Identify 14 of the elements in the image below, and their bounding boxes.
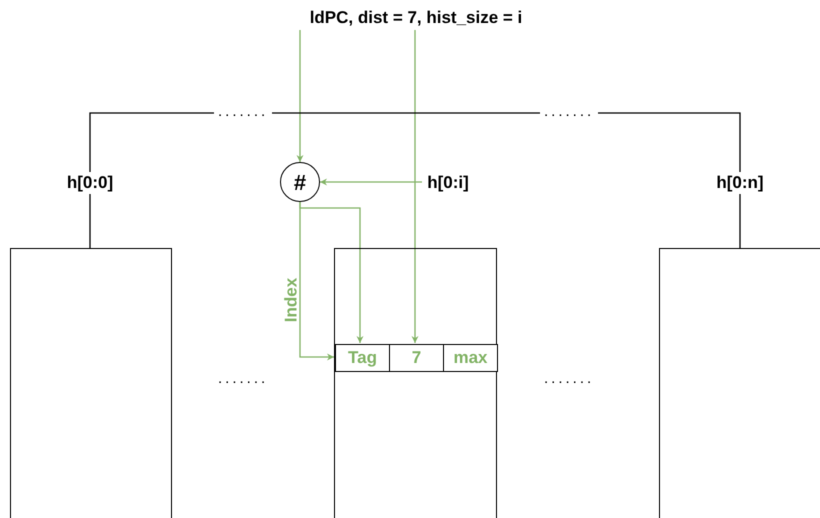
table-cell: Tag [335,344,390,372]
table-cell: 7 [389,344,444,372]
edge-label: Index [280,278,302,322]
connector-line [89,194,91,248]
arrow [299,202,364,343]
arrow [320,178,422,186]
memory-block [10,248,172,518]
arrow [296,30,304,162]
connector-line [739,194,741,248]
table-cell: max [443,344,498,372]
memory-block [334,248,497,518]
memory-block [659,248,820,518]
arrow [412,30,418,343]
title-label: ldPC, dist = 7, hist_size = i [270,6,562,30]
